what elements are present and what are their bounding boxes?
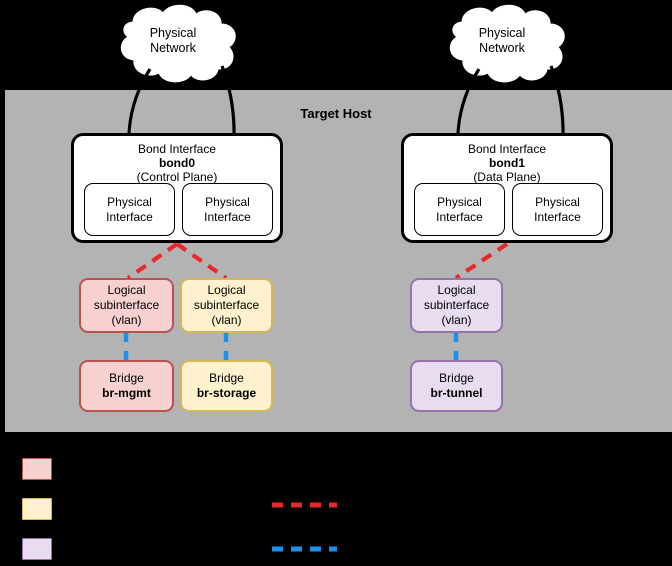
legend-swatch-mgmt — [22, 458, 52, 480]
vlan-mgmt-line3: (vlan) — [111, 313, 142, 327]
bond-interface-bond0[interactable]: Bond Interface bond0 (Control Plane) Phy… — [71, 133, 283, 243]
cloud-right — [449, 4, 565, 83]
vlan-tunnel-line3: (vlan) — [441, 313, 472, 327]
bond1-phy2-line2: Interface — [534, 209, 581, 224]
bond1-role: (Data Plane) — [473, 170, 541, 184]
bond0-vlan-connectors — [126, 242, 228, 280]
bond0-physical-interface-1[interactable]: Physical Interface — [84, 183, 175, 236]
br-mgmt-line1: Bridge — [109, 371, 144, 385]
bridge-br-tunnel[interactable]: Bridge br-tunnel — [410, 360, 503, 412]
bond0-phy1-line1: Physical — [107, 194, 152, 209]
vlan-mgmt-line2: subinterface — [93, 298, 160, 312]
bond1-physical-interface-1[interactable]: Physical Interface — [414, 183, 505, 236]
br-storage-line1: Bridge — [209, 371, 244, 385]
logical-subinterface-storage[interactable]: Logical subinterface (vlan) — [180, 278, 273, 333]
vlan-bridge-connectors — [123, 333, 459, 360]
vlan-tunnel-line2: subinterface — [423, 298, 490, 312]
cloud-left — [120, 4, 236, 83]
legend-swatch-tunnel — [22, 538, 52, 560]
legend-swatch-storage — [22, 498, 52, 520]
br-tunnel-line1: Bridge — [439, 371, 474, 385]
bond0-title: Bond Interface — [137, 142, 217, 156]
logical-subinterface-mgmt[interactable]: Logical subinterface (vlan) — [79, 278, 174, 333]
bond1-title-block: Bond Interface bond1 (Data Plane) — [404, 142, 610, 184]
bond0-phy1-line2: Interface — [106, 209, 153, 224]
target-host-label: Target Host — [300, 106, 372, 121]
bond0-role: (Control Plane) — [136, 170, 218, 184]
bond1-phy2-line1: Physical — [535, 194, 580, 209]
br-mgmt-name: br-mgmt — [102, 386, 151, 400]
vlan-storage-line3: (vlan) — [211, 313, 242, 327]
br-tunnel-name: br-tunnel — [430, 386, 483, 400]
bond0-to-vlan-storage — [175, 242, 228, 280]
bond1-phy1-line2: Interface — [436, 209, 483, 224]
bond1-name: bond1 — [489, 156, 525, 170]
bond0-physical-interface-2[interactable]: Physical Interface — [182, 183, 273, 236]
bond0-to-vlan-mgmt — [126, 242, 179, 280]
vlan-storage-line2: subinterface — [193, 298, 260, 312]
bridge-br-storage[interactable]: Bridge br-storage — [180, 360, 273, 412]
br-storage-name: br-storage — [196, 386, 257, 400]
bond0-title-block: Bond Interface bond0 (Control Plane) — [74, 142, 280, 184]
logical-subinterface-tunnel[interactable]: Logical subinterface (vlan) — [410, 278, 503, 333]
bond0-name: bond0 — [159, 156, 195, 170]
bond1-vlan-connectors — [454, 242, 509, 280]
bond1-physical-interface-2[interactable]: Physical Interface — [512, 183, 603, 236]
bond0-phy2-line1: Physical — [205, 194, 250, 209]
bond1-title: Bond Interface — [467, 142, 547, 156]
vlan-mgmt-line1: Logical — [107, 283, 146, 297]
vlan-storage-line1: Logical — [207, 283, 246, 297]
bond0-phy2-line2: Interface — [204, 209, 251, 224]
bond1-phy1-line1: Physical — [437, 194, 482, 209]
bond1-to-vlan-tunnel — [454, 242, 509, 280]
bridge-br-mgmt[interactable]: Bridge br-mgmt — [79, 360, 174, 412]
vlan-tunnel-line1: Logical — [437, 283, 476, 297]
bond-interface-bond1[interactable]: Bond Interface bond1 (Data Plane) Physic… — [401, 133, 613, 243]
